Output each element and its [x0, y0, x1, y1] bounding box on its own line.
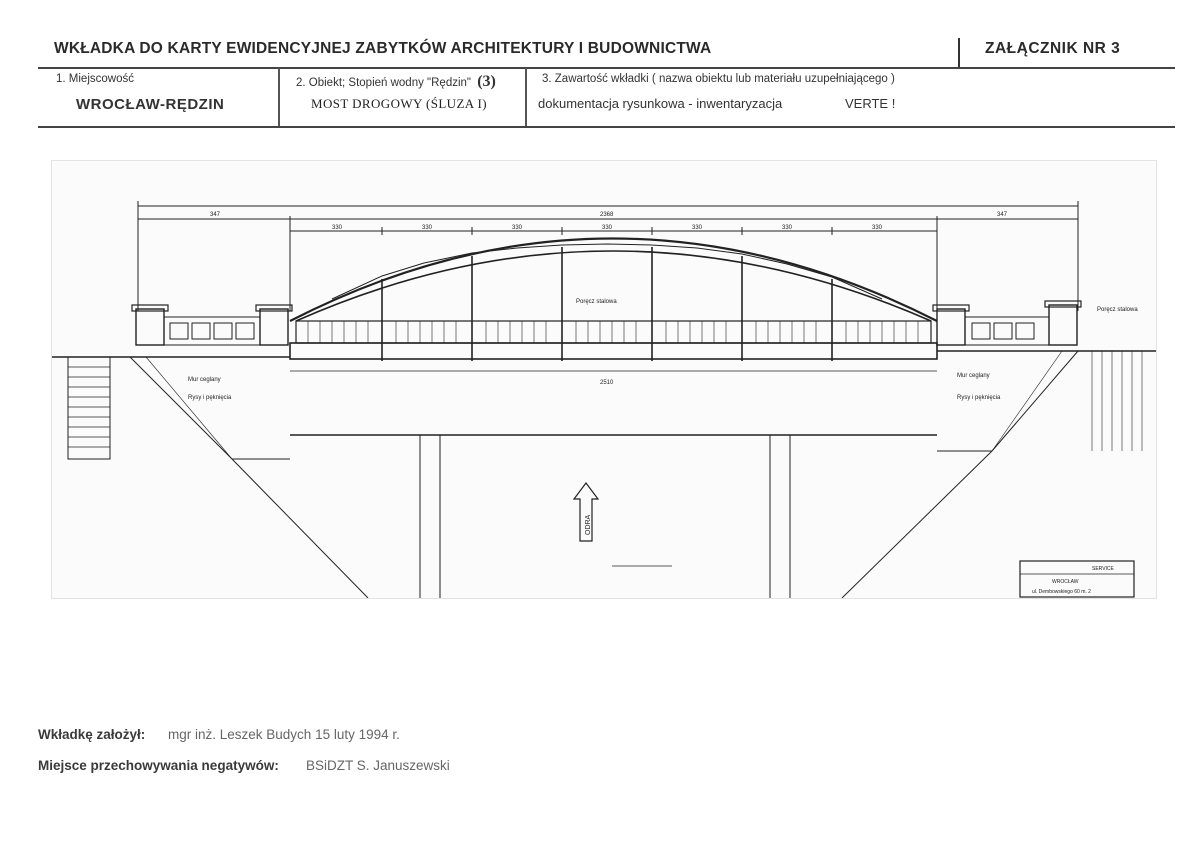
dim-span-4: 330	[602, 225, 613, 231]
storage-value: BSiDZT S. Januszewski	[306, 758, 450, 773]
field-divider-2	[525, 68, 527, 126]
label-right-railing: Poręcz stalowa	[1097, 307, 1138, 313]
label-river: ODRA	[585, 514, 592, 535]
object-label: 2. Obiekt; Stopień wodny "Rędzin" (3)	[296, 73, 496, 91]
founder-label: Wkładkę założył:	[38, 727, 146, 742]
label-span-length: 2510	[600, 380, 614, 386]
form-title: WKŁADKA DO KARTY EWIDENCYJNEJ ZABYTKÓW A…	[54, 40, 712, 57]
header-rule	[38, 67, 1175, 69]
annex-number: ZAŁĄCZNIK NR 3	[985, 40, 1121, 57]
river-flow-arrow	[572, 482, 600, 542]
deck	[289, 342, 938, 360]
arch-lower	[295, 250, 932, 322]
storage-row: Miejsce przechowywania negatywów: BSiDZT…	[38, 758, 538, 776]
stamp-line-2: WROCŁAW	[1052, 579, 1079, 585]
railing	[295, 320, 932, 344]
object-value: MOST DROGOWY (ŚLUZA I)	[311, 96, 487, 111]
label-left-wall: Mur ceglany	[188, 377, 221, 383]
bridge-elevation-svg: 347 2368 347 330 330 330 330 330 330 330…	[52, 201, 1156, 598]
dim-span-7: 330	[872, 225, 883, 231]
label-right-cracks: Rysy i pęknięcia	[957, 395, 1001, 401]
dim-span-3: 330	[512, 225, 523, 231]
content-value: dokumentacja rysunkowa - inwentaryzacja	[538, 96, 783, 111]
locality-label: 1. Miejscowość	[56, 73, 134, 85]
railing-balusters	[307, 321, 919, 343]
dim-span-6: 330	[782, 225, 793, 231]
field-divider-1	[278, 68, 280, 126]
bridge-drawing: 347 2368 347 330 330 330 330 330 330 330…	[51, 160, 1157, 599]
label-right-wall: Mur ceglany	[957, 373, 990, 379]
founder-value: mgr inż. Leszek Budych 15 luty 1994 r.	[168, 727, 400, 742]
locality-value: WROCŁAW-RĘDZIN	[76, 96, 225, 113]
dim-span-5: 330	[692, 225, 703, 231]
label-steel-railing: Poręcz stalowa	[576, 299, 617, 305]
founder-row: Wkładkę założył: mgr inż. Leszek Budych …	[38, 727, 538, 745]
dim-span-1: 330	[332, 225, 343, 231]
fields-rule	[38, 126, 1175, 128]
dim-span-2: 330	[422, 225, 433, 231]
stamp-line-3: ul. Dembowskiego 60 m. 2	[1032, 589, 1091, 595]
object-label-text: 2. Obiekt; Stopień wodny "Rędzin"	[296, 77, 472, 89]
content-label: 3. Zawartość wkładki ( nazwa obiektu lub…	[542, 73, 895, 85]
object-number: (3)	[477, 73, 496, 90]
left-stairs	[67, 356, 111, 460]
dim-right: 347	[997, 212, 1008, 218]
designer-stamp	[1019, 560, 1135, 598]
content-note: VERTE !	[845, 96, 896, 111]
storage-label: Miejsce przechowywania negatywów:	[38, 758, 279, 773]
header-divider	[958, 38, 960, 68]
stamp-line-1: SERVICE	[1092, 566, 1115, 572]
dim-total: 2368	[600, 212, 614, 218]
label-left-cracks: Rysy i pęknięcia	[188, 395, 232, 401]
dim-left: 347	[210, 212, 221, 218]
